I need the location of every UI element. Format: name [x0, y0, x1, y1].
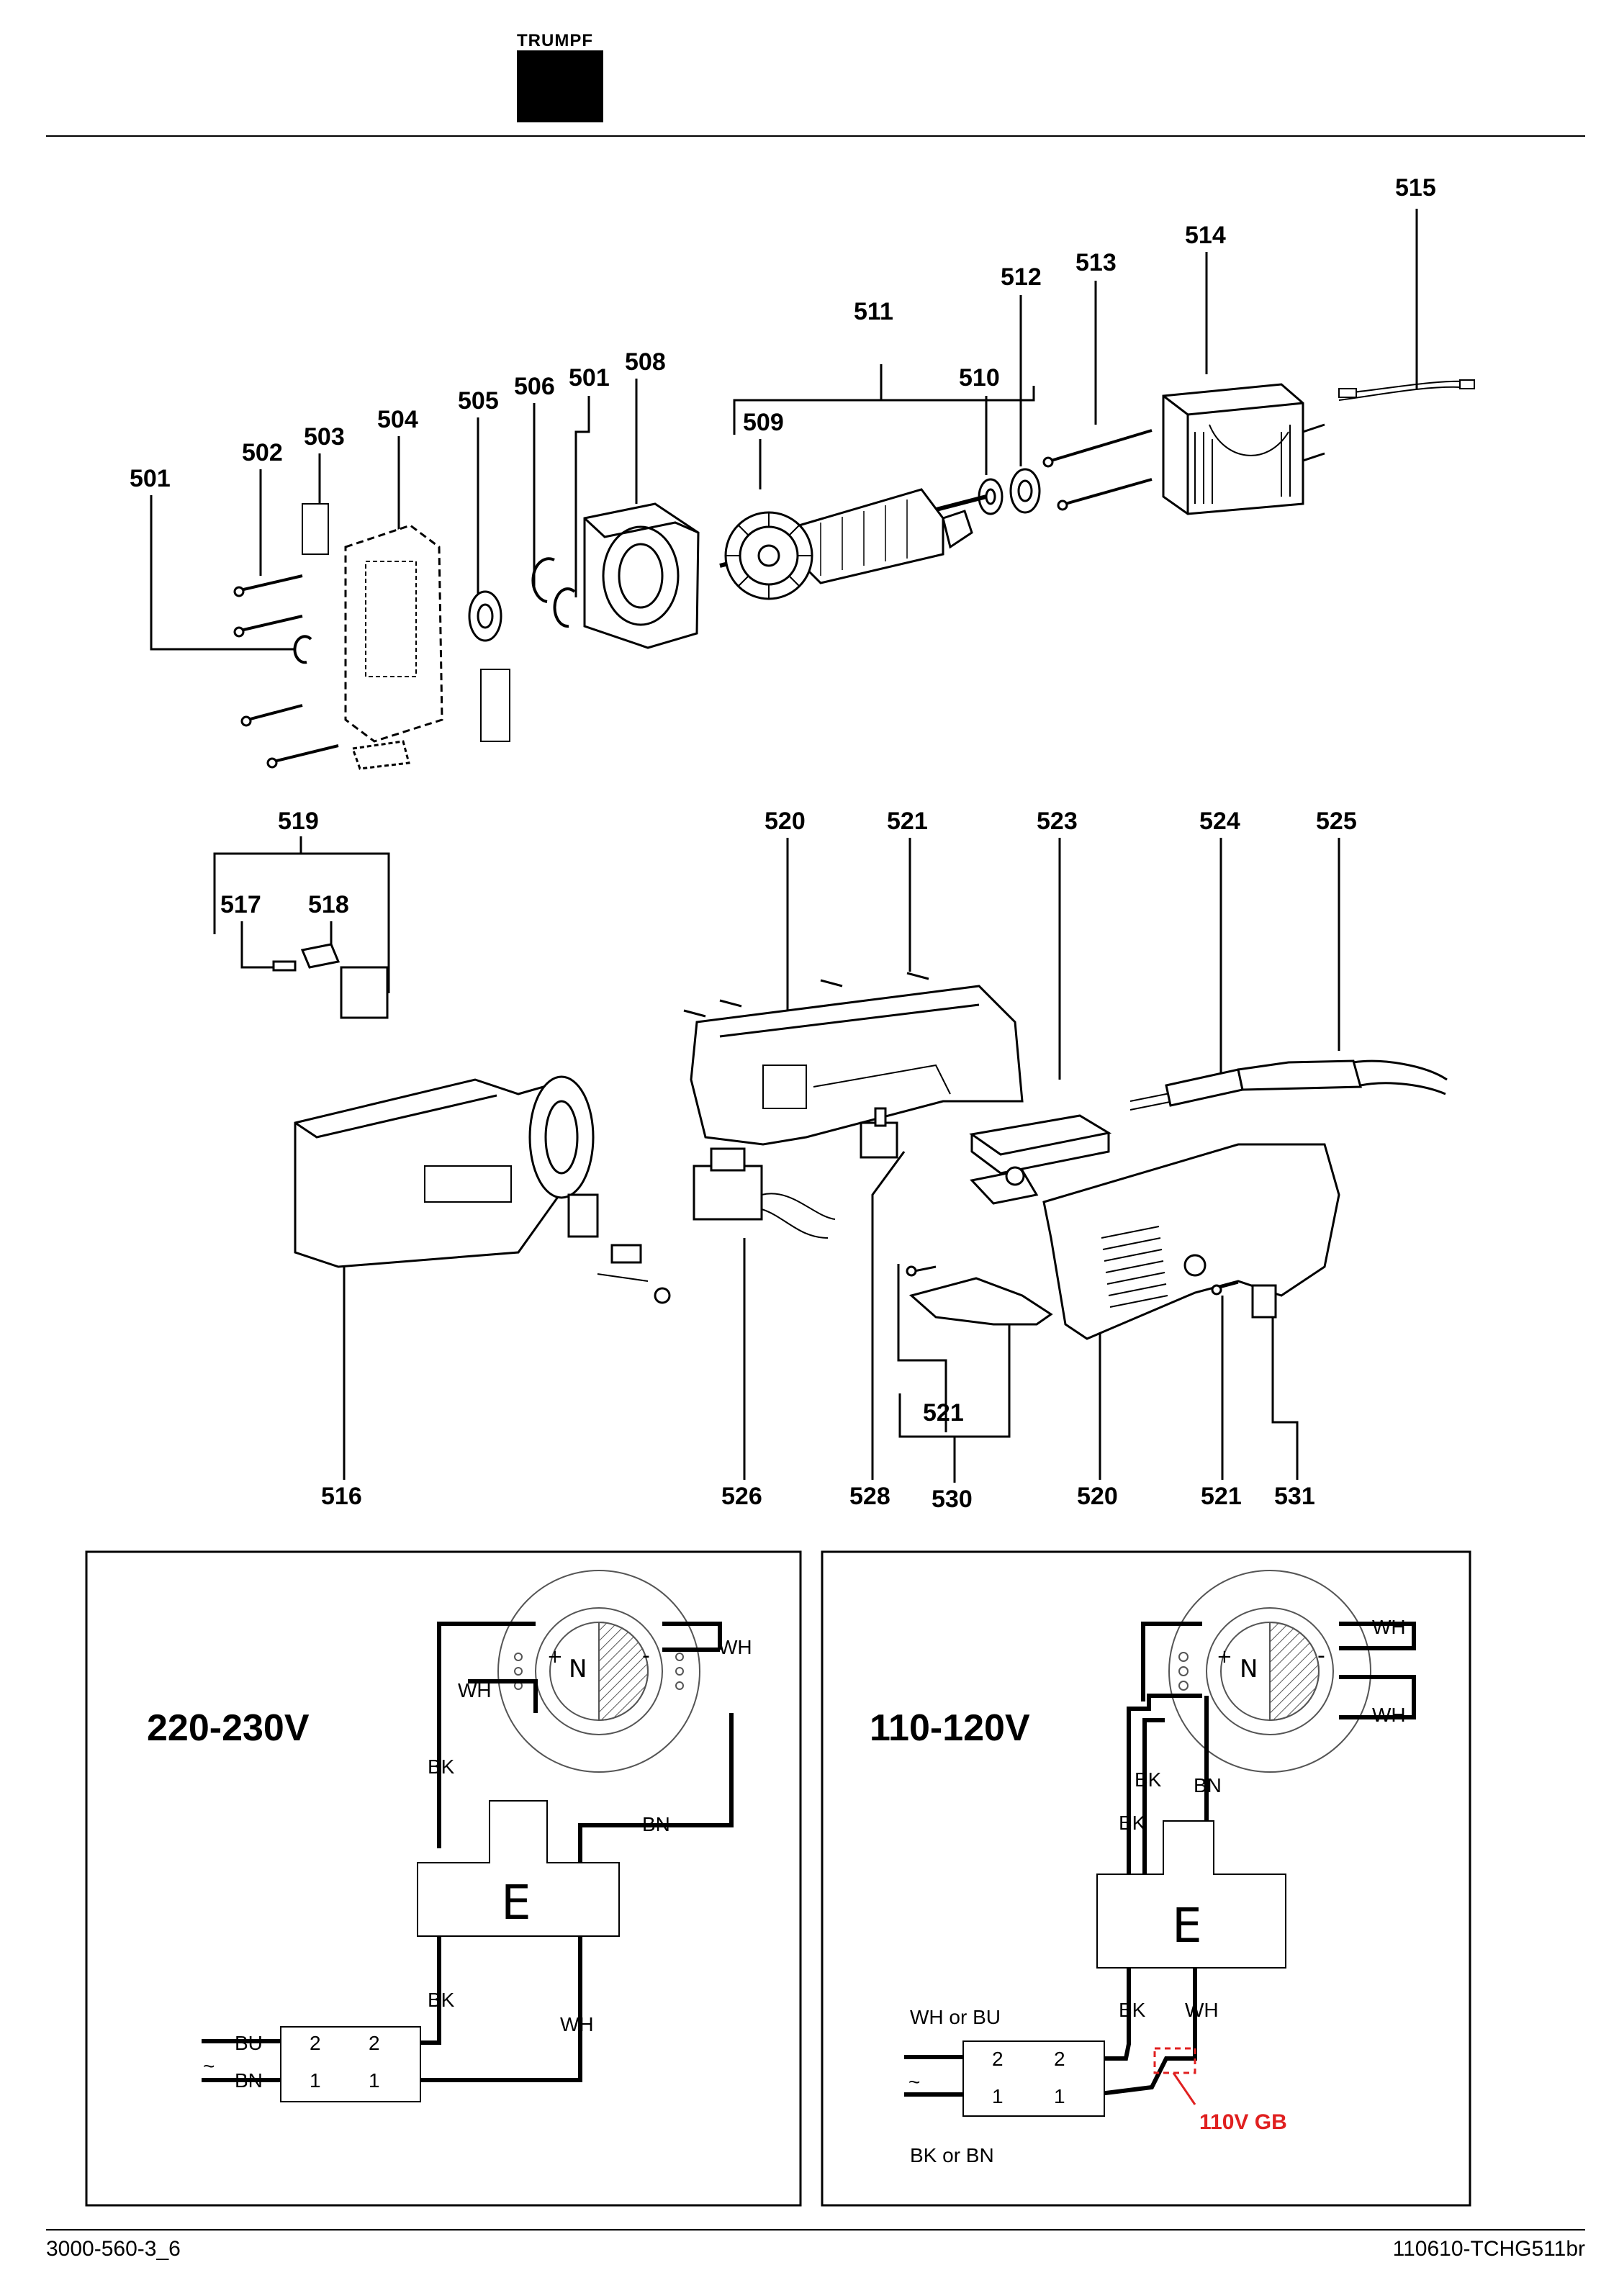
term-1-in-right: 1 — [992, 2085, 1004, 2107]
term-2-out-left: 2 — [369, 2032, 380, 2054]
e-box-label-left: E — [501, 1875, 531, 1930]
part-label-520b: 520 — [1077, 1483, 1118, 1510]
wire-bk-bottom-left: BK — [428, 1989, 455, 2011]
part-label-519: 519 — [278, 808, 319, 835]
part-label-501a: 501 — [130, 465, 171, 492]
wire-bk-bottom-right: BK — [1119, 1999, 1146, 2021]
part-label-521a: 521 — [887, 808, 928, 835]
input-bk-or-bn: BK or BN — [910, 2144, 994, 2166]
plus-right: + — [1217, 1646, 1232, 1668]
part-label-518: 518 — [308, 891, 349, 918]
footer-doc-id: 110610-TCHG511br — [1392, 2237, 1585, 2261]
part-label-503: 503 — [304, 423, 345, 451]
housing-assembly-group: 519 517 518 520 521 523 524 525 516 526 … — [213, 808, 1448, 1513]
part-label-515: 515 — [1395, 174, 1436, 202]
part-label-520a: 520 — [765, 808, 806, 835]
part-label-525: 525 — [1316, 808, 1357, 835]
gb-fuse-box — [1153, 2047, 1196, 2074]
wire-bk-a-right: BK — [1135, 1768, 1162, 1791]
voltage-label-220: 220-230V — [147, 1707, 310, 1749]
part-label-509: 509 — [743, 409, 784, 436]
header-rule — [46, 135, 1585, 137]
wire-wh-top-left: WH — [718, 1636, 752, 1658]
wire-wh-mid-right: WH — [1372, 1704, 1406, 1726]
wire-wh-bottom-right: WH — [1185, 1999, 1219, 2021]
ac-symbol-right: ~ — [908, 2071, 920, 2093]
part-label-528: 528 — [849, 1483, 890, 1510]
wire-bn-left: BN — [642, 1813, 670, 1835]
motor-symbol-right — [1168, 1570, 1371, 1773]
term-1-out-right: 1 — [1054, 2085, 1065, 2107]
term-2-out-right: 2 — [1054, 2048, 1065, 2070]
input-bn: BN — [235, 2069, 263, 2092]
part-label-513: 513 — [1075, 249, 1117, 276]
gb-note: 110V GB — [1199, 2110, 1287, 2134]
part-label-521c: 521 — [1201, 1483, 1242, 1510]
north-pole-left: N — [569, 1655, 587, 1683]
input-wh-or-bu: WH or BU — [910, 2006, 1001, 2028]
logo-text: TRUMPF — [517, 31, 593, 50]
wire-bk-top-left: BK — [428, 1755, 455, 1778]
part-label-501b: 501 — [569, 364, 610, 392]
part-label-517: 517 — [220, 891, 261, 918]
part-label-516: 516 — [321, 1483, 362, 1510]
part-label-506: 506 — [514, 373, 555, 400]
part-label-512: 512 — [1001, 263, 1042, 291]
part-label-530: 530 — [932, 1486, 973, 1513]
part-label-521b: 521 — [923, 1399, 964, 1427]
term-1-out-left: 1 — [369, 2069, 380, 2092]
minus-right: - — [1317, 1643, 1325, 1668]
part-label-505: 505 — [458, 387, 499, 415]
part-label-526: 526 — [721, 1483, 762, 1510]
minus-left: - — [642, 1643, 650, 1668]
motor-symbol-left — [497, 1570, 700, 1773]
term-1-in-left: 1 — [310, 2069, 321, 2092]
part-label-524: 524 — [1199, 808, 1240, 835]
motor-assembly-group: 515 514 513 512 511 510 509 508 501 506 … — [130, 174, 1475, 770]
term-2-in-left: 2 — [310, 2032, 321, 2054]
footer-rule — [46, 2229, 1585, 2231]
wire-bk-b-right: BK — [1119, 1812, 1146, 1834]
plus-left: + — [547, 1646, 563, 1668]
part-label-514: 514 — [1185, 222, 1226, 249]
part-label-523: 523 — [1037, 808, 1078, 835]
wire-bn-right: BN — [1194, 1774, 1222, 1796]
north-pole-right: N — [1240, 1655, 1258, 1683]
part-label-531: 531 — [1274, 1483, 1315, 1510]
part-label-502: 502 — [242, 439, 283, 466]
wire-wh-top-right: WH — [1372, 1616, 1406, 1638]
part-label-504: 504 — [377, 406, 418, 433]
wiring-diagram-110v: 110-120V N + - E 110V GB — [821, 1550, 1471, 2207]
input-bu: BU — [235, 2032, 263, 2054]
e-box-label-right: E — [1172, 1898, 1202, 1953]
voltage-label-110: 110-120V — [870, 1707, 1030, 1749]
trumpf-logo: TRUMPF — [517, 31, 603, 122]
wire-wh-side-left: WH — [458, 1679, 492, 1701]
part-label-511: 511 — [854, 298, 893, 325]
footer-doc-number: 3000-560-3_6 — [46, 2237, 181, 2261]
wire-wh-bottom-left: WH — [560, 2013, 594, 2035]
logo-block — [517, 50, 603, 122]
ac-symbol-left: ~ — [203, 2055, 215, 2077]
term-2-in-right: 2 — [992, 2048, 1004, 2070]
wiring-diagram-220v: 220-230V N + - E — [85, 1550, 802, 2207]
part-label-508: 508 — [625, 348, 666, 376]
part-label-510: 510 — [959, 364, 1000, 392]
